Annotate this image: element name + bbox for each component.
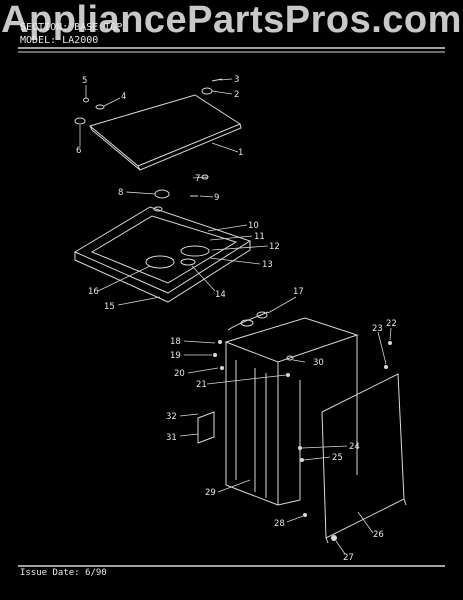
issue-date: Issue Date: 6/90 [20,568,107,578]
access-cover-part [197,411,215,444]
callout-22: 22 [386,319,397,329]
callout-11: 11 [254,232,265,242]
callout-5: 5 [82,76,87,86]
callout-32: 32 [166,412,177,422]
callout-20: 20 [174,369,185,379]
callout-14: 14 [215,290,226,300]
callout-29: 29 [205,488,216,498]
callout-30: 30 [313,358,324,368]
callout-17: 17 [293,287,304,297]
callout-16: 16 [88,287,99,297]
callout-18: 18 [170,337,181,347]
callout-3: 3 [234,75,239,85]
model-title: MODEL: LA2000 [20,35,99,46]
callout-24: 24 [349,442,360,452]
section-title: SECTION: BASE TOP [20,22,123,33]
callout-21: 21 [196,380,207,390]
callout-2: 2 [234,90,239,100]
callout-7: 7 [195,174,200,184]
callout-1: 1 [238,148,243,158]
callout-13: 13 [262,260,273,270]
watermark: AppliancePartsPros.com [1,0,462,41]
callout-8: 8 [118,188,123,198]
lid-part [88,94,242,171]
callout-15: 15 [104,302,115,312]
callout-26: 26 [373,530,384,540]
callout-6: 6 [76,146,81,156]
callout-27: 27 [343,553,354,563]
callout-25: 25 [332,453,343,463]
callout-4: 4 [121,92,126,102]
cabinet-part [224,317,359,506]
wire-harness-part [227,311,269,331]
callout-19: 19 [170,351,181,361]
callout-31: 31 [166,433,177,443]
callout-12: 12 [269,242,280,252]
callout-28: 28 [274,519,285,529]
callout-23: 23 [372,324,383,334]
callout-leaders [79,78,392,555]
rear-panel-part [321,373,407,544]
fasteners [213,340,392,541]
callout-10: 10 [248,221,259,231]
callout-9: 9 [214,193,219,203]
